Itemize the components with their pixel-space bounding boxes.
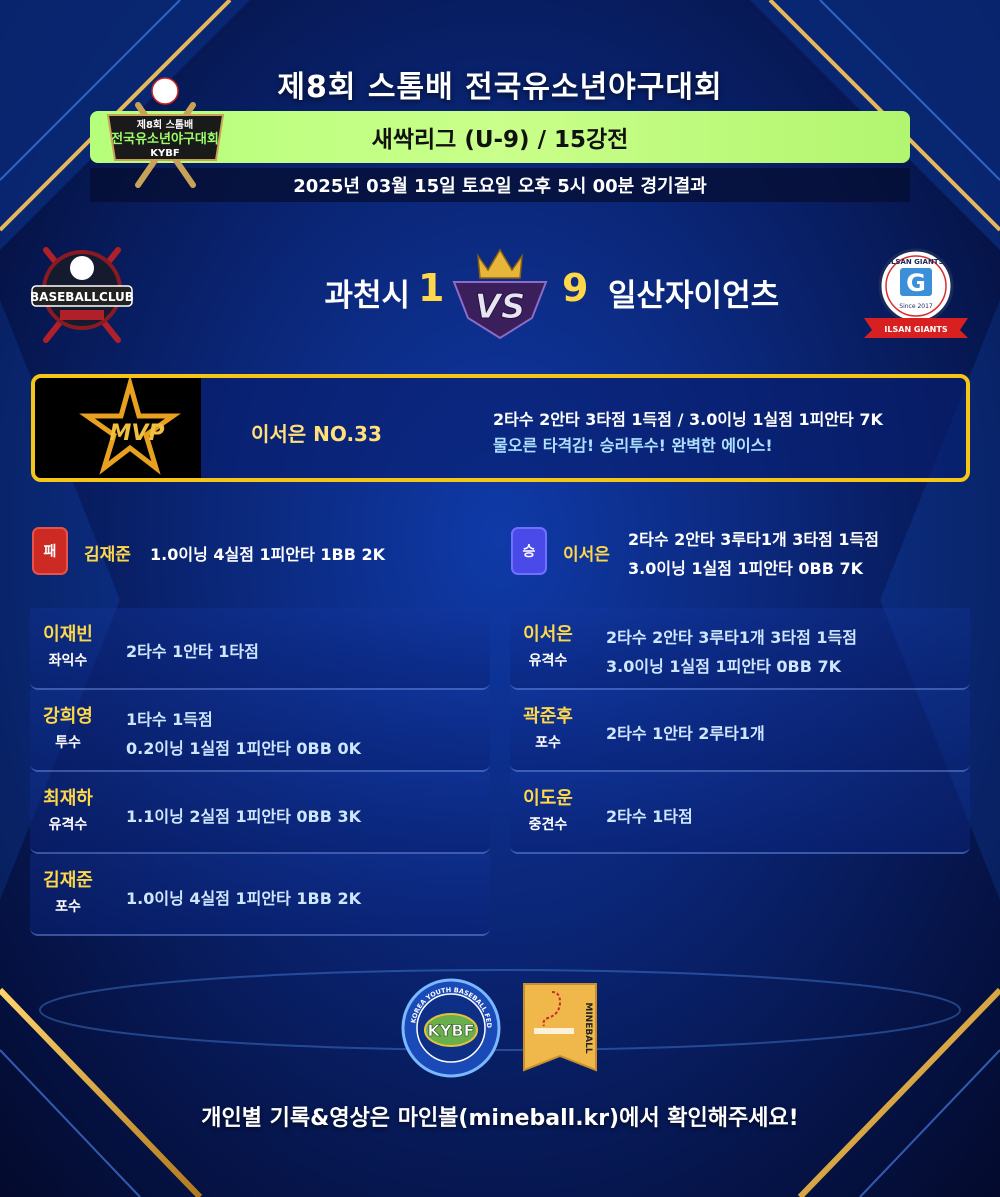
page-title: 제8회 스톰배 전국유소년야구대회 bbox=[277, 70, 723, 105]
player-card: 이재빈 좌익수 2타수 1안타 1타점 bbox=[30, 608, 490, 690]
player-card: 최재하 유격수 1.1이닝 2실점 1피안타 0BB 3K bbox=[30, 772, 490, 854]
tournament-logo-top: 제8회 스톰배 bbox=[137, 118, 193, 131]
match-date: 2025년 03월 15일 토요일 오후 5시 00분 경기결과 bbox=[90, 168, 910, 202]
team-left-score: 1 bbox=[418, 266, 445, 310]
team-left-logo-text: BASEBALLCLUB bbox=[30, 290, 134, 304]
player-stat: 1타수 1득점 bbox=[126, 710, 213, 729]
team-right-score: 9 bbox=[562, 266, 589, 310]
mvp-star-icon: MVP bbox=[35, 378, 201, 478]
player-name: 곽준후 bbox=[523, 706, 573, 727]
mineball-logo-text: MINEBALL bbox=[583, 1002, 593, 1054]
player-stat: 2타수 1안타 1타점 bbox=[126, 642, 259, 661]
league-banner: 새싹리그 (U-9) / 15강전 bbox=[90, 111, 910, 163]
player-card: 이서은 유격수 2타수 2안타 3루타1개 3타점 1득점 3.0이닝 1실점 … bbox=[510, 608, 970, 690]
player-position: 포수 bbox=[55, 899, 81, 915]
player-name: 이재빈 bbox=[43, 624, 93, 645]
player-name: 이도운 bbox=[523, 788, 573, 809]
tournament-logo-org: KYBF bbox=[150, 148, 179, 159]
player-position: 중견수 bbox=[528, 817, 568, 833]
team-left-logo: BASEBALLCLUB bbox=[30, 247, 134, 343]
player-stat: 1.0이닝 4실점 1피안타 1BB 2K bbox=[126, 889, 361, 908]
team-right-logo-top: ILSAN GIANTS bbox=[888, 258, 943, 266]
team-right-logo: ILSAN GIANTS G Since 2017 ILSAN GIANTS bbox=[864, 248, 968, 338]
player-stat: 3.0이닝 1실점 1피안타 0BB 7K bbox=[606, 657, 841, 676]
vs-label: VS bbox=[475, 287, 526, 327]
player-card: 강희영 투수 1타수 1득점 0.2이닝 1실점 1피안타 0BB 0K bbox=[30, 690, 490, 772]
player-name: 최재하 bbox=[43, 788, 93, 809]
mvp-player-name: 이서은 NO.33 bbox=[251, 422, 382, 446]
player-stat: 2타수 1타점 bbox=[606, 807, 693, 826]
team-left-name: 과천시 bbox=[324, 278, 410, 314]
team-right-logo-ribbon: ILSAN GIANTS bbox=[884, 325, 947, 334]
win-badge: 승 bbox=[511, 527, 547, 575]
mvp-panel: MVP 이서은 NO.33 2타수 2안타 3타점 1득점 / 3.0이닝 1실… bbox=[31, 374, 970, 482]
player-card: 이도운 중견수 2타수 1타점 bbox=[510, 772, 970, 854]
player-card: 김재준 포수 1.0이닝 4실점 1피안타 1BB 2K bbox=[30, 854, 490, 936]
team-right-logo-letter: G bbox=[906, 269, 926, 297]
winning-pitcher-name: 이서은 bbox=[563, 545, 610, 565]
footer-message: 개인별 기록&영상은 마인볼(mineball.kr)에서 확인해주세요! bbox=[201, 1106, 799, 1131]
player-name: 이서은 bbox=[523, 624, 573, 645]
player-position: 투수 bbox=[55, 735, 81, 751]
player-position: 유격수 bbox=[528, 653, 568, 669]
mvp-comment: 물오른 타격감! 승리투수! 완벽한 에이스! bbox=[493, 436, 773, 455]
vs-badge: VS bbox=[452, 248, 548, 340]
player-name: 강희영 bbox=[43, 706, 93, 727]
team-right-logo-since: Since 2017 bbox=[899, 303, 933, 310]
player-stat: 2타수 1안타 2루타1개 bbox=[606, 724, 765, 743]
player-card: 곽준후 포수 2타수 1안타 2루타1개 bbox=[510, 690, 970, 772]
winning-pitcher-stat-1: 2타수 2안타 3루타1개 3타점 1득점 bbox=[628, 530, 879, 549]
team-right-name: 일산자이언츠 bbox=[608, 278, 780, 314]
player-stat: 0.2이닝 1실점 1피안타 0BB 0K bbox=[126, 739, 361, 758]
winning-pitcher-stat-2: 3.0이닝 1실점 1피안타 0BB 7K bbox=[628, 559, 863, 578]
kybf-logo-text: KYBF bbox=[427, 1021, 474, 1040]
lose-badge: 패 bbox=[32, 527, 68, 575]
losing-pitcher-name: 김재준 bbox=[84, 545, 131, 565]
league-label: 새싹리그 (U-9) / 15강전 bbox=[371, 127, 629, 153]
player-stat: 1.1이닝 2실점 1피안타 0BB 3K bbox=[126, 807, 361, 826]
player-position: 포수 bbox=[535, 735, 561, 751]
mvp-badge-label: MVP bbox=[109, 421, 164, 446]
tournament-logo-name: 전국유소년야구대회 bbox=[111, 131, 219, 147]
footer-logos: KOREA YOUTH BASEBALL FEDERATION KYBF MIN… bbox=[400, 978, 597, 1078]
player-position: 유격수 bbox=[48, 817, 88, 833]
losing-pitcher-stat: 1.0이닝 4실점 1피안타 1BB 2K bbox=[150, 545, 385, 564]
player-position: 좌익수 bbox=[48, 653, 88, 669]
mvp-stats: 2타수 2안타 3타점 1득점 / 3.0이닝 1실점 1피안타 7K bbox=[493, 410, 883, 429]
player-name: 김재준 bbox=[43, 870, 93, 891]
player-stat: 2타수 2안타 3루타1개 3타점 1득점 bbox=[606, 628, 857, 647]
tournament-logo: 제8회 스톰배 전국유소년야구대회 KYBF bbox=[106, 77, 225, 188]
